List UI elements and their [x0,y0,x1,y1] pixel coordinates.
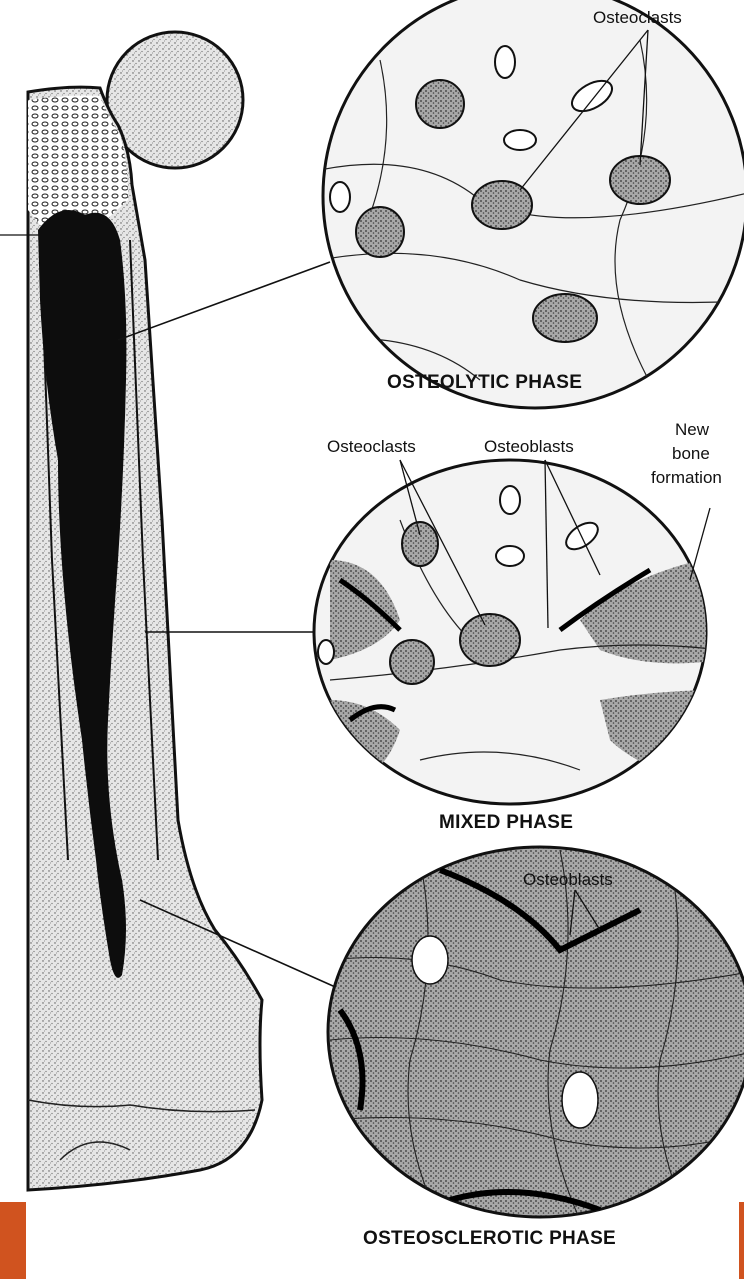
osteoclast-cell [402,522,438,566]
label-osteoblasts-bottom: Osteoblasts [523,870,613,890]
label-osteoclasts-mid: Osteoclasts [327,437,416,457]
label-bone: bone [672,444,710,464]
label-formation: formation [651,468,722,488]
osteoclast-cell [390,640,434,684]
magnifier-circle-mixed [314,460,720,804]
label-osteoclasts-top: Osteoclasts [593,8,682,28]
osteoclast-cell [533,294,597,342]
accent-bar-right [739,1202,744,1279]
magnifier-circle-osteolytic [320,0,744,408]
label-osteoblasts-mid: Osteoblasts [484,437,574,457]
accent-bar-left [0,1202,26,1279]
osteoclast-cell [416,80,464,128]
femur-illustration [28,32,262,1190]
label-mixed-phase: MIXED PHASE [439,812,573,834]
osteoclast-cell [460,614,520,666]
osteoclast-cell [472,181,532,229]
magnifier-circle-osteosclerotic [328,847,744,1220]
label-osteosclerotic-phase: OSTEOSCLEROTIC PHASE [363,1228,616,1250]
label-new: New [675,420,709,440]
osteoclast-cell [356,207,404,257]
leader-osteolytic [118,262,330,340]
label-osteolytic-phase: OSTEOLYTIC PHASE [387,372,582,394]
